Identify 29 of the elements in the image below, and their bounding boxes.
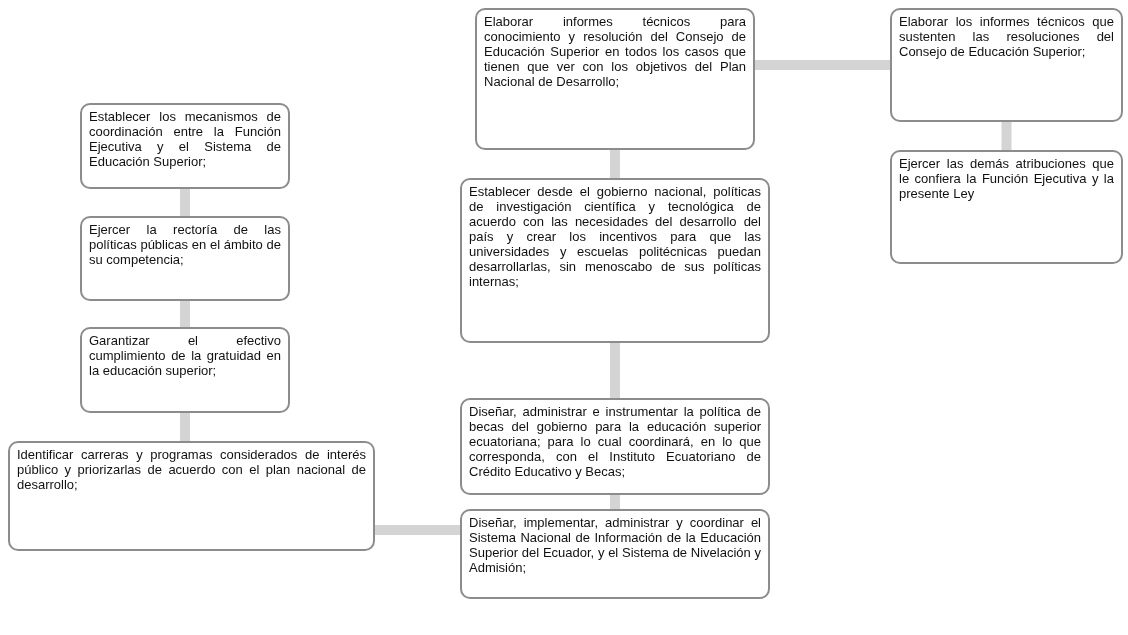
text-box [80,103,290,189]
connector-bar [610,495,620,509]
text-box [460,398,770,495]
connector-bar [1001,122,1012,150]
box-text: Ejercer las demás atribuciones que le confiera la Función Ejecutiva y la presente Ley [899,156,1114,201]
text-box [890,150,1123,264]
box-text: Garantizar el efectivo cumplimiento de la gratuidad en la educación superior; [89,333,281,378]
box-text: Elaborar los informes técnicos que sustenten las resoluciones del Consejo de Educación Superior; [899,14,1114,59]
text-box [80,327,290,413]
box-text: Diseñar, administrar e instrumentar la política de becas del gobierno para la educación superior ecuatoriana; para lo cual coordinará, en lo que corresponda, con el Instituto Ecuatoriano de Crédito Educativo y Becas; [469,404,761,479]
box-text: Identificar carreras y programas considerados de interés público y priorizarlas de acuerdo con el plan nacional de desarrollo; [17,447,366,492]
connector-bar [180,189,190,216]
text-box [475,8,755,150]
connector-bar [755,60,890,70]
box-text: Ejercer la rectoría de las políticas públicas en el ámbito de su competencia; [89,222,281,267]
connector-bar [180,413,190,441]
box-text: Establecer los mecanismos de coordinación entre la Función Ejecutiva y el Sistema de Educación Superior; [89,109,281,169]
connector-bar [610,150,620,178]
connector-bar [180,301,190,327]
box-text: Establecer desde el gobierno nacional, políticas de investigación científica y tecnológica de acuerdo con las necesidades del desarrollo del país y crear los incentivos para que las universidades y escuelas politécnicas puedan desarrollarlas, sin menoscabo de sus políticas internas; [469,184,761,289]
connector-bar [375,525,460,535]
box-text: Elaborar informes técnicos para conocimiento y resolución del Consejo de Educación Superior en todos los casos que tienen que ver con los objetivos del Plan Nacional de Desarrollo; [484,14,746,89]
text-box [80,216,290,301]
text-box [460,509,770,599]
connector-bar [610,343,620,398]
text-box [8,441,375,551]
text-box [460,178,770,343]
text-box [890,8,1123,122]
box-text: Diseñar, implementar, administrar y coordinar el Sistema Nacional de Información de la Educación Superior del Ecuador, y el Sistema de Nivelación y Admisión; [469,515,761,575]
